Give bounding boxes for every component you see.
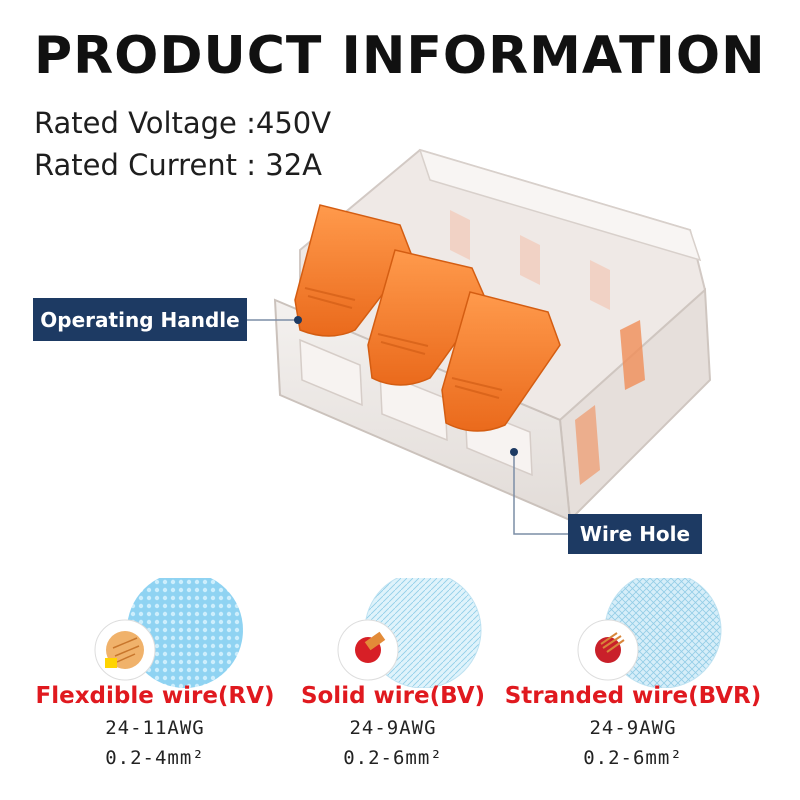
wire-cross-section: 0.2-6mm² (583, 747, 683, 769)
wire-awg-range: 24-11AWG (105, 717, 205, 739)
wire-type-name: Solid wire(BV) (300, 683, 486, 709)
wire-type-name: Stranded wire(BVR) (504, 683, 762, 709)
wire-awg-range: 24-9AWG (589, 717, 677, 739)
solid-wire-icon (337, 578, 482, 688)
stranded-wire-icon (577, 578, 722, 688)
flexible-wire-icon (94, 578, 243, 688)
wire-awg-range: 24-9AWG (349, 717, 437, 739)
page-title: PRODUCT INFORMATION (34, 26, 766, 86)
wire-hole-callout: Wire Hole (568, 514, 702, 554)
rated-voltage-text: Rated Voltage :450V (34, 106, 332, 140)
rated-current-text: Rated Current : 32A (34, 148, 322, 182)
operating-handle-callout: Operating Handle (33, 298, 247, 341)
wire-cross-section: 0.2-4mm² (105, 747, 205, 769)
wire-type-name: Flexdible wire(RV) (35, 683, 275, 709)
wire-cross-section: 0.2-6mm² (343, 747, 443, 769)
